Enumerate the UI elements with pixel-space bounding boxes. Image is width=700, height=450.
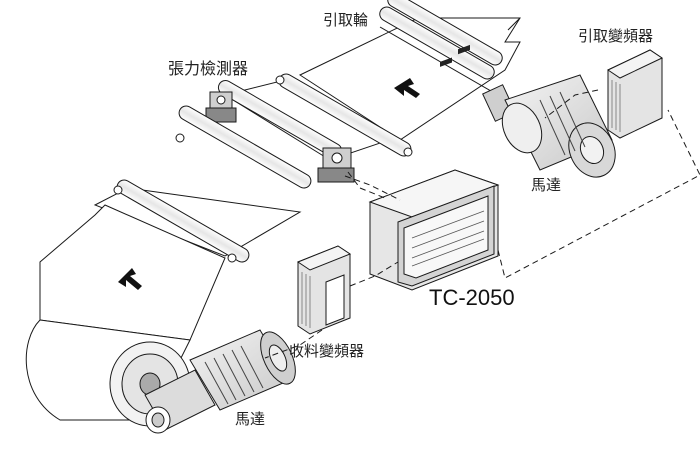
top-motor [482,74,616,178]
idler-roller-1 [175,105,312,189]
tc-2050-controller [368,44,500,291]
web-direction-arrow-bottom-icon [118,268,142,290]
controller-model-label: TC-2050 [429,285,515,310]
pull-inverter-label: 引取變頻器 [578,27,654,45]
tension-detector-label: 張力檢測器 [168,59,249,78]
winding-inverter-label: 收料變頻器 [289,342,365,360]
wiring-lines [264,89,700,359]
bottom-motor-label: 馬達 [235,410,266,428]
web-direction-arrow-top-icon [394,78,420,98]
pull-roller-label: 引取輪 [323,11,369,29]
winding-inverter-unit [296,245,352,335]
top-motor-label: 馬達 [531,176,562,194]
bottom-motor [144,329,296,434]
tension-detector-left [205,91,237,123]
tension-detector-right [317,147,355,183]
pull-inverter-unit [606,49,664,139]
idler-roller-2 [113,179,250,263]
tension-roller-upper [275,73,413,157]
